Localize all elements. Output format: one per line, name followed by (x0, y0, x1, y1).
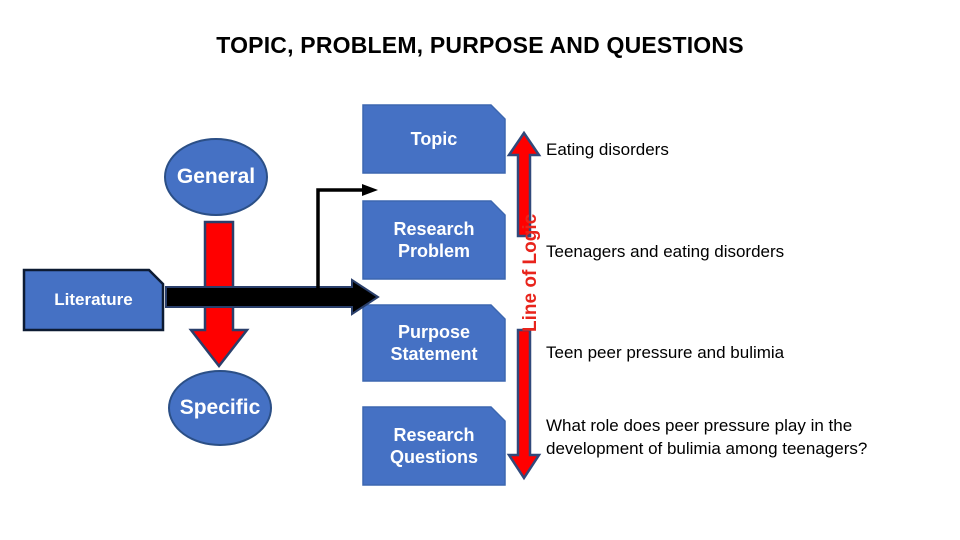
stage-box-purpose-statement[interactable]: Purpose Statement (362, 304, 506, 382)
topic-box-shape (362, 104, 506, 174)
specific-label: Specific (179, 396, 261, 419)
stage-box-research-questions[interactable]: Research Questions (362, 406, 506, 486)
general-ellipse[interactable]: General (164, 138, 268, 216)
general-label: General (176, 165, 256, 188)
literature-flow-arrow (165, 278, 380, 316)
stage-box-topic[interactable]: Topic (362, 104, 506, 174)
general-to-specific-arrow (188, 220, 250, 369)
literature-box-shape (22, 268, 165, 332)
purpose-statement-box-shape (362, 304, 506, 382)
example-text-research-problem: Teenagers and eating disorders (546, 242, 785, 261)
page-title: TOPIC, PROBLEM, PURPOSE AND QUESTIONS (216, 32, 744, 58)
example-text-research-questions: What role does peer pressure play in the… (546, 416, 868, 459)
literature-box[interactable]: Literature (22, 268, 165, 332)
example-text-purpose-statement: Teen peer pressure and bulimia (546, 343, 785, 362)
example-text-topic: Eating disorders (546, 140, 669, 159)
research-problem-box-shape (362, 200, 506, 280)
line-of-logic-label: Line of Logic (520, 213, 541, 332)
research-questions-box-shape (362, 406, 506, 486)
stage-box-research-problem[interactable]: Research Problem (362, 200, 506, 280)
specific-ellipse[interactable]: Specific (168, 370, 272, 446)
line-of-logic-down-arrow (506, 328, 542, 481)
